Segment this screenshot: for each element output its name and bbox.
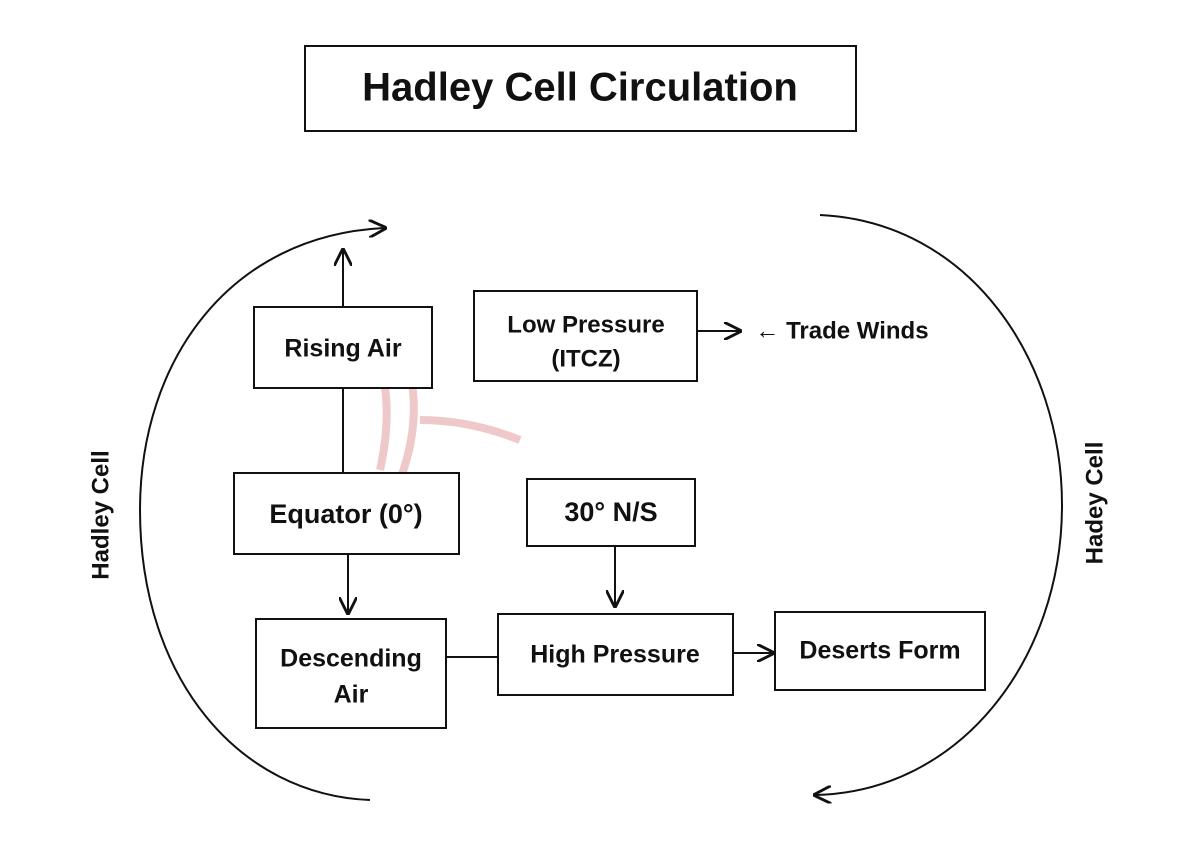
left-circulation-arc bbox=[138, 228, 385, 801]
itcz-label: (ITCZ) bbox=[551, 345, 620, 372]
left-side-label: Hadley Cell bbox=[87, 450, 114, 579]
descending-label: Descending bbox=[280, 645, 422, 673]
trade-winds-label: ← Trade Winds bbox=[755, 317, 928, 344]
high-pressure-box bbox=[497, 613, 734, 696]
low-pressure-box bbox=[473, 290, 698, 382]
diagram-title: Hadley Cell Circulation bbox=[362, 66, 798, 110]
deserts-form-label: Deserts Form bbox=[799, 637, 960, 665]
title-box bbox=[304, 45, 857, 132]
right-circulation-arc bbox=[815, 214, 1064, 795]
descending-air-box bbox=[255, 618, 447, 729]
right-side-label: Hadey Cell bbox=[1081, 442, 1108, 565]
equator-box bbox=[233, 472, 460, 555]
descending-air-label: Air bbox=[334, 681, 369, 709]
thirty-ns-label: 30° N/S bbox=[564, 497, 657, 527]
rising-air-label: Rising Air bbox=[284, 335, 401, 363]
rising-air-box bbox=[253, 306, 433, 389]
thirty-ns-box bbox=[526, 478, 696, 547]
deserts-form-box bbox=[774, 611, 986, 691]
low-pressure-label: Low Pressure bbox=[507, 311, 664, 338]
equator-label: Equator (0°) bbox=[269, 499, 422, 529]
high-pressure-label: High Pressure bbox=[530, 641, 700, 669]
